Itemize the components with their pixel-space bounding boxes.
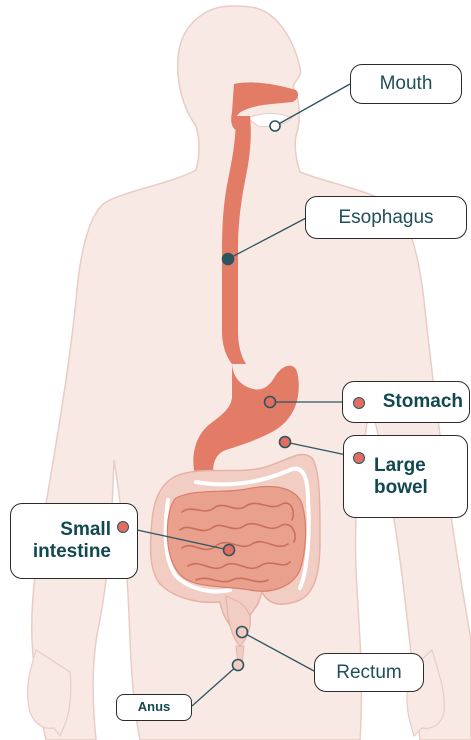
small-intestine-marker: [224, 545, 235, 556]
anus-marker: [233, 660, 244, 671]
stomach-label: Stomach: [342, 381, 470, 423]
anus-label: Anus: [116, 694, 192, 721]
mouth-marker: [270, 121, 280, 131]
stomach-marker: [265, 397, 276, 408]
anus-label-text: Anus: [138, 700, 171, 715]
large-bowel-label-text: Large bowel: [374, 455, 428, 499]
mouth-label: Mouth: [350, 64, 462, 104]
rectum-label-text: Rectum: [336, 662, 401, 684]
large-bowel-label-marker: [353, 452, 365, 464]
small-intestine-label: Small intestine: [10, 503, 138, 579]
large-bowel-marker: [280, 437, 291, 448]
small-intestine-label-marker: [117, 521, 129, 533]
small-intestine-label-text: Small intestine: [33, 519, 111, 563]
stomach-label-text: Stomach: [383, 391, 463, 413]
body-outline: [32, 6, 471, 740]
rectum-marker: [237, 627, 248, 638]
esophagus-label: Esophagus: [305, 196, 467, 239]
stomach-label-marker: [353, 397, 365, 409]
large-bowel-label: Large bowel: [343, 435, 468, 518]
mouth-label-text: Mouth: [380, 73, 433, 95]
esophagus-label-text: Esophagus: [338, 207, 433, 229]
esophagus-marker: [223, 254, 234, 265]
rectum-label: Rectum: [314, 653, 424, 692]
